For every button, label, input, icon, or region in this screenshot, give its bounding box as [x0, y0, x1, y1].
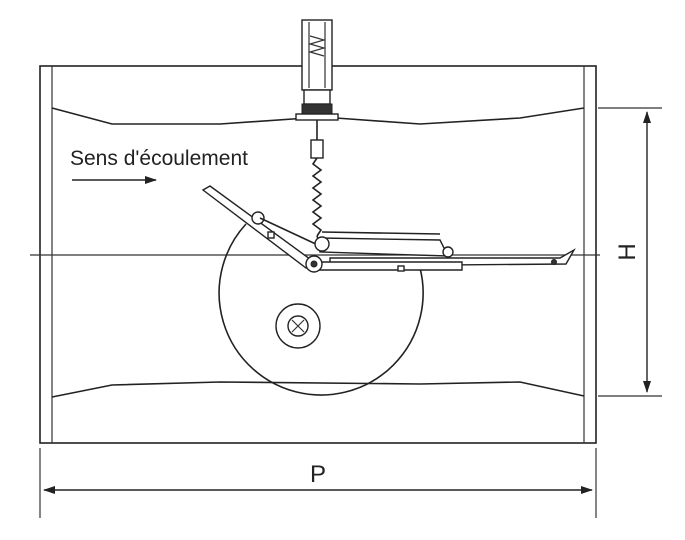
height-dimension-label: H [614, 243, 641, 260]
length-dimension [39, 448, 597, 518]
spring-rod [310, 139, 324, 245]
lever-mechanism [201, 185, 576, 273]
length-dimension-label: P [310, 461, 326, 488]
actuator-housing [295, 19, 339, 140]
height-dimension [598, 107, 662, 397]
flow-direction-label: Sens d'écoulement [70, 147, 248, 170]
damper-blade [218, 223, 424, 396]
